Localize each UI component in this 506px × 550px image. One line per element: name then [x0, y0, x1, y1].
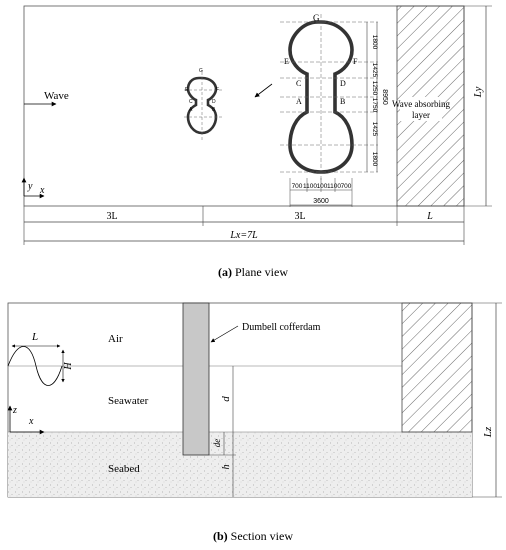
small-dumbbell: G E F C D A B	[184, 68, 222, 140]
point-c: C	[296, 79, 301, 88]
seawater-label: Seawater	[108, 395, 149, 407]
absorb-label-2: layer	[412, 110, 430, 120]
plane-y-label: y	[27, 181, 33, 192]
small-point-c: C	[189, 99, 193, 105]
cofferdam-label: Dumbell cofferdam	[242, 322, 321, 333]
wave-length-label: L	[31, 331, 38, 343]
vdim-1425-bottom: 1425	[371, 122, 378, 137]
caption-plane-letter: (a)	[218, 265, 232, 279]
vdim-total: 8950	[381, 89, 388, 105]
dim-3l-left: 3L	[106, 211, 117, 222]
absorb-label-bg	[400, 97, 442, 121]
cofferdam	[182, 302, 210, 456]
dim-3l-right: 3L	[294, 211, 305, 222]
small-point-b: B	[212, 107, 216, 113]
point-g: G	[313, 13, 320, 23]
vdim-1800-bottom: 1800	[371, 152, 378, 167]
dim-d-label: d	[220, 396, 232, 402]
plane-x-label: x	[39, 185, 45, 196]
dim-total-label: Lx=7L	[229, 230, 258, 241]
wave-profile	[7, 346, 63, 386]
dim-de-label: de	[212, 439, 222, 448]
vdim-1425-top: 1425	[371, 63, 378, 78]
hdim-1100-right: 1100	[327, 183, 341, 190]
air-label: Air	[108, 333, 123, 345]
section-view: Seabed Air Seawater L H z x Dumbell coff…	[7, 302, 502, 543]
dim-h-label: h	[221, 465, 232, 470]
point-a: A	[296, 97, 302, 106]
absorb-label-1: Wave absorbing	[392, 99, 451, 109]
hdim-1100-left: 1100	[303, 183, 317, 190]
ly-label: Ly	[472, 87, 484, 99]
seabed-label: Seabed	[108, 463, 140, 475]
caption-section-text: Section view	[231, 529, 294, 543]
vdim-1250: 1250	[371, 81, 378, 96]
section-x-label: x	[28, 416, 34, 427]
cofferdam-leader	[210, 325, 239, 343]
section-z-label: z	[12, 405, 17, 416]
horizontal-dimensions: 700 1100 100 1100 700 3600	[289, 178, 353, 207]
caption-plane-text: Plane view	[235, 265, 288, 279]
large-dumbbell: G E F C D A B	[280, 13, 378, 180]
caption-section: (b) Section view	[213, 529, 293, 543]
point-b: B	[340, 97, 345, 106]
dim-l: L	[426, 211, 433, 222]
section-absorbing-layer	[401, 302, 473, 433]
small-point-f: F	[216, 87, 219, 93]
hdim-700-left: 700	[292, 183, 303, 190]
point-e: E	[284, 57, 289, 66]
caption-section-letter: (b)	[213, 529, 228, 543]
hdim-700-right: 700	[341, 183, 352, 190]
domain-dimensions: 3L 3L L Lx=7L	[23, 206, 465, 245]
seabed-layer	[8, 432, 472, 497]
caption-plane: (a) Plane view	[218, 265, 288, 279]
small-point-e: E	[185, 87, 189, 93]
point-d: D	[340, 79, 346, 88]
small-point-g: G	[199, 68, 203, 74]
small-point-d: D	[212, 99, 216, 105]
vdim-1750: 1750	[371, 98, 378, 113]
wave-label: Wave	[44, 90, 69, 102]
vdim-1800-top: 1800	[371, 35, 378, 50]
small-point-a: A	[189, 107, 193, 113]
hdim-width: 3600	[313, 198, 329, 205]
plane-view: Wave absorbing layer Ly Wave y x G E F C…	[21, 5, 492, 279]
point-f: F	[353, 57, 358, 66]
zoom-arrow	[254, 83, 273, 98]
vertical-dimensions: 1800 1425 1250 1750 1425 1800 8950	[366, 22, 388, 172]
lz-label: Lz	[482, 426, 494, 438]
hdim-100: 100	[317, 183, 328, 190]
wave-height-label: H	[63, 362, 74, 371]
